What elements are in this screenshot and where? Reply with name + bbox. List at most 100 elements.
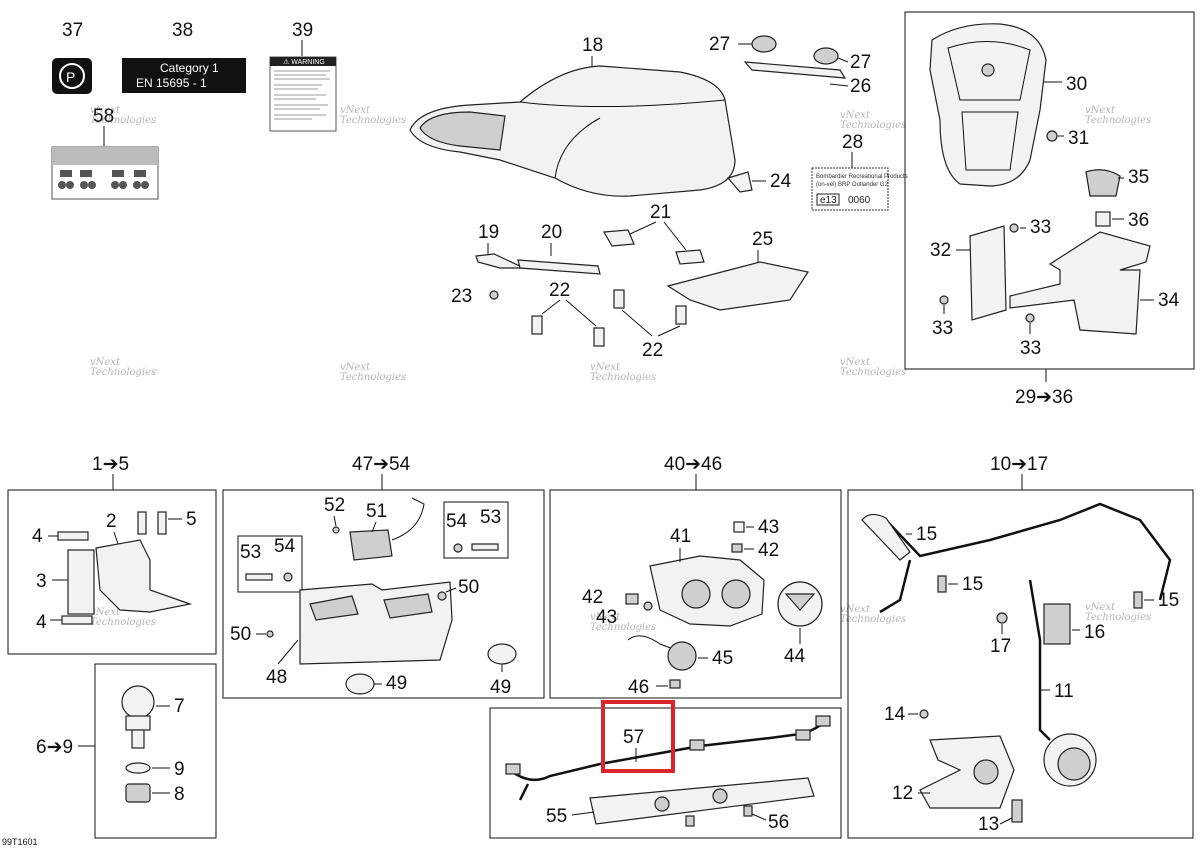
decal-38-category[interactable]: 38 Category 1 EN 15695 - 1 [122,20,246,93]
latch-24[interactable]: 24 [726,171,792,193]
callout-49b: 49 [490,677,511,698]
callout-1-5: 1➔5 [92,454,129,475]
watermark-text: Technologies [1085,115,1151,126]
watermark-text: Technologies [90,367,156,378]
screw-56 [743,805,753,817]
watermark-text: Technologies [590,372,656,383]
nut-17 [996,612,1008,624]
module-16 [1043,603,1071,645]
lens [681,579,711,609]
seat-edge [554,117,601,179]
rubber-bumper [813,47,839,65]
warning-decal [269,56,337,132]
callout-34: 34 [1158,290,1180,311]
callout-4a: 4 [32,526,43,547]
group-10-17-harness[interactable]: 10➔17 15 15 15 16 17 11 14 12 13 [847,454,1194,839]
watermark-text: Technologies [340,372,406,383]
screw-33 [939,295,949,305]
cap-49 [345,673,375,695]
parking-icon [59,63,85,89]
decal-line2: (on-vel) BRP Outlander G2 [816,182,889,188]
bracket-26-bumpers-27[interactable]: 27 27 26 [709,34,871,97]
leader-line [541,299,561,315]
hitch-bracket-2 [95,539,193,613]
leader-line [999,817,1013,825]
callout-22b: 22 [642,340,663,361]
group-29-36-backrest[interactable]: 29➔36 30 31 35 36 33 32 34 33 33 [904,11,1195,408]
group-frame [489,707,842,839]
connector [505,763,521,775]
connector-15 [861,513,911,561]
callout-22a: 22 [549,280,570,301]
reflector [309,595,359,621]
callout-43a: 43 [758,517,779,538]
cover-25 [666,261,809,311]
seat-under-bracket [419,111,506,151]
bolt-13 [1011,799,1023,823]
spacer-22 [613,289,625,309]
watermark-text: vNext [590,362,621,373]
seat-assembly-18[interactable]: 18 [409,35,736,197]
screw-52 [332,526,340,534]
group-1-5-hitch[interactable]: 1➔5 2 5 4 3 4 [7,454,217,655]
screw-31 [1046,130,1058,142]
lens [721,579,751,609]
callout-19: 19 [478,222,499,243]
callout-37: 37 [62,20,83,41]
callout-54b: 54 [274,536,296,557]
decal-58-tire-pressure[interactable]: 58 [51,106,159,200]
group-47-54-tail-light[interactable]: 47➔54 52 51 54 53 53 54 50 50 48 49 49 [222,454,545,699]
leader-line [445,587,457,593]
parking-decal [52,58,92,94]
watermark-text: vNext [840,357,871,368]
callout-52: 52 [324,495,345,516]
watermark-text: Technologies [90,115,156,126]
fastener-inset [443,501,509,559]
group-6-9-tow-ball[interactable]: 6➔9 7 9 8 [36,663,217,839]
decal-39-warning[interactable]: 39 ⚠ WARNING [269,20,337,132]
leader-line [663,221,687,251]
leader-line [829,83,849,87]
category-line1: Category 1 [160,61,219,75]
callout-55: 55 [546,806,567,827]
ball-shank [131,729,145,749]
clip-21 [675,249,705,265]
clip-15 [937,575,947,593]
harness-branch [518,783,530,801]
category-decal [122,58,246,93]
callout-42a: 42 [758,540,779,561]
callout-26: 26 [850,76,871,97]
callout-57: 57 [623,727,644,748]
callout-3: 3 [36,571,47,592]
reflector [383,593,433,619]
watermark-text: Technologies [840,367,906,378]
callout-20: 20 [541,222,562,243]
callout-27b: 27 [850,52,871,73]
nut-8 [125,783,151,803]
plate-20 [517,259,601,275]
callout-56: 56 [768,812,789,833]
group-55-57-harness-cover[interactable]: 57 55 56 [489,707,842,839]
callout-33b: 33 [932,318,953,339]
decal-28-certification[interactable]: 28 Bombardier Recreational Products (on-… [811,132,908,211]
group-40-46-headlight[interactable]: 40➔46 41 43 42 42 43 45 44 46 [549,454,842,699]
plate-hole [712,788,728,804]
clip-15 [1133,591,1143,609]
watermark-text: vNext [90,357,121,368]
leader-line [277,639,299,665]
watermark-text: vNext [340,362,371,373]
callout-40-46: 40➔46 [664,454,722,475]
connector [795,729,811,741]
callout-49a: 49 [386,673,407,694]
leader-line [333,515,337,527]
callout-12: 12 [892,783,913,804]
seat-hardware-19-25[interactable]: 19 20 21 25 23 22 22 [451,202,809,361]
callout-32: 32 [930,240,951,261]
callout-33c: 33 [1020,338,1041,359]
decal-37-parking[interactable]: 37 P [52,20,92,94]
callout-50b: 50 [230,624,251,645]
cap-49 [487,643,517,665]
seat-edge [519,99,726,108]
